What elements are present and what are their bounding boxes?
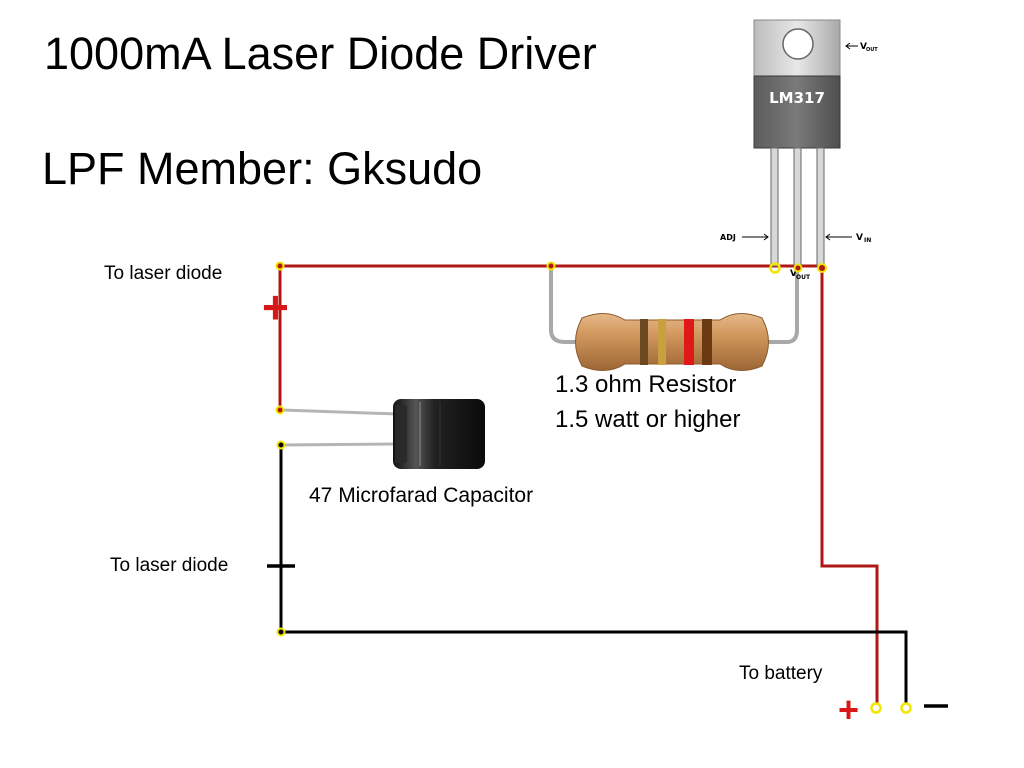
capacitor-leads <box>281 408 399 447</box>
bottom-negative-wire <box>281 630 908 706</box>
pin-label-adj: ADJ <box>720 233 736 242</box>
node-top-left <box>275 261 285 271</box>
laser-positive-sign: + <box>262 281 289 333</box>
node-cap-positive <box>275 405 285 415</box>
pin-label-vin: V <box>856 233 863 243</box>
author-credit: LPF Member: Gksudo <box>42 143 483 194</box>
node-resistor-left <box>546 261 556 271</box>
capacitor <box>393 399 485 469</box>
node-adj <box>769 262 781 274</box>
node-vout <box>793 263 803 273</box>
pin-adj <box>770 147 779 267</box>
node-vin <box>817 263 827 273</box>
pin-label-vin-sub: IN <box>864 237 871 244</box>
laser-positive-label: To laser diode <box>104 263 223 284</box>
regulator-part-number: LM317 <box>769 89 825 107</box>
node-cap-negative <box>276 440 286 450</box>
resistor-band-4 <box>702 319 712 365</box>
vin-to-battery-wire <box>820 268 879 706</box>
pin-label-vout: V <box>790 269 797 279</box>
node-bottom-left <box>276 627 286 637</box>
capacitor-label: 47 Microfarad Capacitor <box>309 484 534 507</box>
regulator-mount-hole <box>782 28 814 60</box>
pin-label-tab-vout: V <box>860 42 867 52</box>
resistor-band-2 <box>658 319 666 365</box>
lm317-regulator: LM317 ADJ V IN V OUT V OUT <box>720 19 878 281</box>
battery-label: To battery <box>739 663 823 684</box>
resistor-leads <box>549 265 799 344</box>
resistor-band-3 <box>684 319 694 365</box>
resistor-label-rating: 1.5 watt or higher <box>555 406 741 433</box>
pin-label-tab-vout-sub: OUT <box>866 47 878 53</box>
regulator-body <box>753 75 841 149</box>
battery-positive-sign: + <box>838 689 859 730</box>
connection-nodes <box>275 261 912 714</box>
resistor-label-value: 1.3 ohm Resistor <box>555 371 737 398</box>
negative-wires <box>279 445 908 706</box>
laser-negative-label: To laser diode <box>110 555 229 576</box>
pin-vout <box>793 147 802 267</box>
node-battery-negative <box>900 702 912 714</box>
diagram-title: 1000mA Laser Diode Driver <box>44 28 597 79</box>
resistor-band-1 <box>640 319 648 365</box>
pin-label-vout-sub: OUT <box>796 274 811 281</box>
node-battery-positive <box>870 702 882 714</box>
pin-vin <box>816 147 825 267</box>
resistor <box>575 313 769 371</box>
